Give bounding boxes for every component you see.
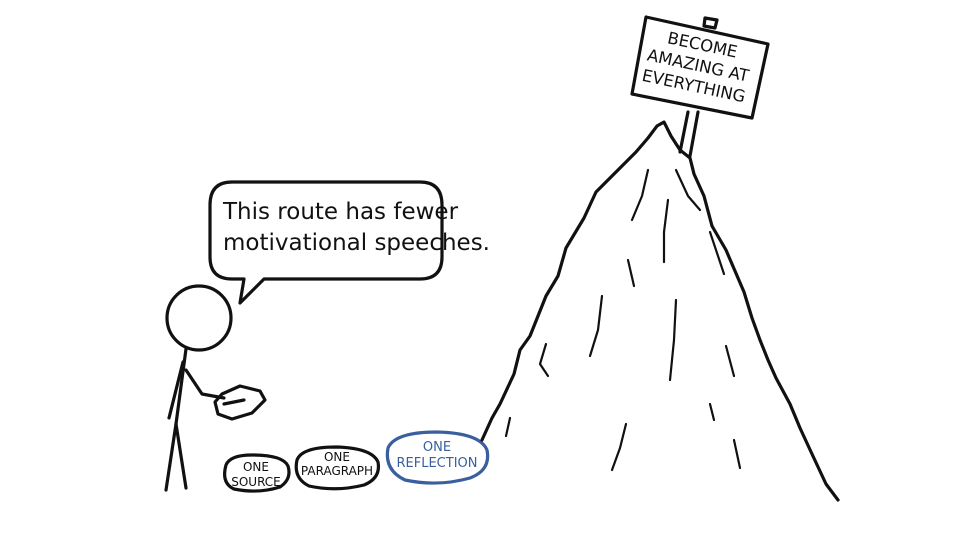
stick-figure (164, 284, 267, 492)
stone-paragraph-line-1: ONE (324, 450, 350, 464)
stone-source-outline (223, 453, 291, 493)
stick-figure-right-arm (184, 368, 226, 400)
stone-paragraph-outline (294, 445, 381, 491)
speech-bubble: This route has fewer motivational speech… (208, 180, 490, 305)
mountain-left-ridge (480, 120, 682, 442)
stone-reflection-line-2: REFLECTION (397, 456, 478, 471)
mountain-detail-5 (626, 258, 636, 288)
mountain-right-ridge (678, 148, 840, 502)
mountain-detail-11 (610, 422, 628, 472)
stone-paragraph-line-2: PARAGRAPH (301, 464, 373, 478)
summit-sign: BECOME AMAZING AT EVERYTHING (630, 15, 770, 158)
stone-reflection-line-1: ONE (423, 440, 451, 455)
mountain-detail-7 (588, 294, 604, 358)
mountain-detail-6 (538, 342, 550, 378)
speech-bubble-outline (208, 180, 444, 305)
stick-figure-left-leg (164, 422, 178, 492)
speech-line-2: motivational speeches. (223, 230, 490, 256)
mountain-detail-2 (674, 168, 702, 212)
stick-figure-head (165, 284, 233, 352)
mountain-detail-12 (732, 438, 742, 470)
sign-board (630, 15, 770, 120)
mountain-detail-4 (708, 230, 726, 276)
stone-reflection: ONE REFLECTION (385, 430, 490, 485)
mountain-detail-9 (724, 344, 736, 378)
stone-paragraph: ONE PARAGRAPH (294, 445, 381, 491)
mountain-detail-3 (662, 198, 670, 264)
held-rock (213, 384, 267, 421)
stick-figure-left-arm (167, 360, 185, 420)
sign-post-top (702, 16, 719, 30)
stone-source-line-1: ONE (243, 460, 269, 474)
mountain (480, 120, 840, 502)
sign-post (678, 110, 700, 158)
stone-reflection-outline (385, 430, 490, 485)
stick-figure-right-leg (174, 422, 188, 490)
stone-source: ONE SOURCE (223, 453, 291, 493)
speech-line-1: This route has fewer (222, 199, 459, 225)
mountain-detail-13 (504, 416, 512, 438)
mountain-detail-8 (668, 298, 678, 382)
stone-source-line-2: SOURCE (231, 475, 281, 489)
mountain-detail-1 (630, 168, 650, 222)
mountain-detail-10 (708, 402, 716, 422)
